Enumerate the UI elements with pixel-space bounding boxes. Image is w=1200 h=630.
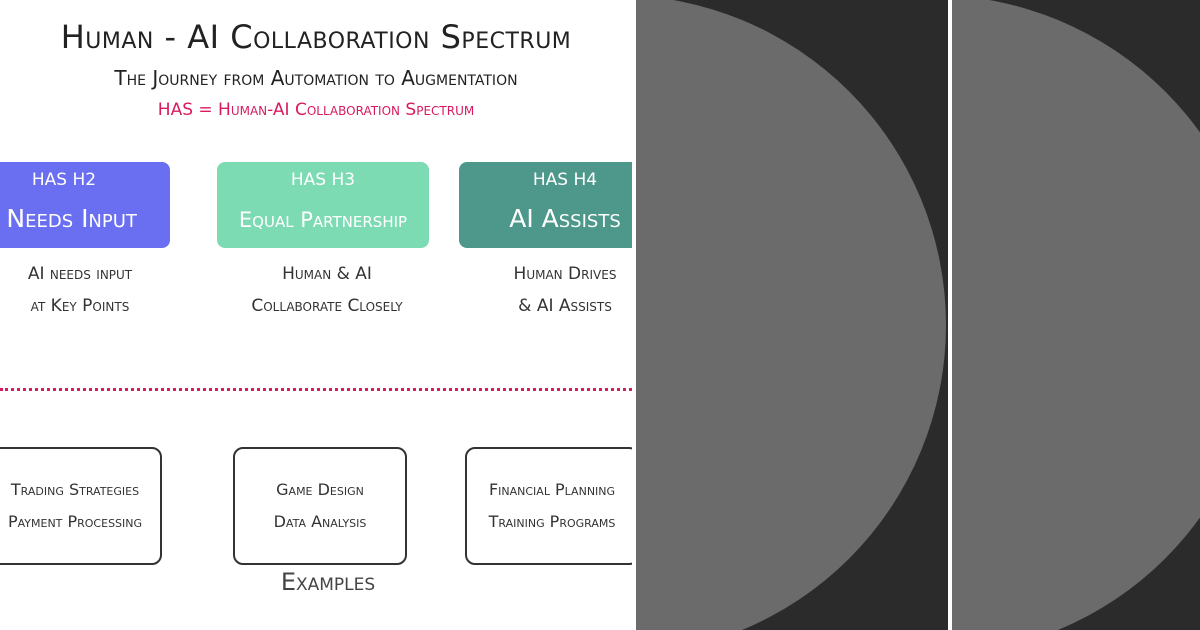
circle-graphic xyxy=(952,0,1200,630)
dotted-separator xyxy=(0,388,632,391)
diagram-title: Human - AI Collaboration Spectrum xyxy=(60,18,572,56)
level-desc-line: & AI Assists xyxy=(518,296,612,316)
example-item: Payment Processing xyxy=(7,512,143,531)
example-item: Game Design xyxy=(276,480,364,499)
dark-panel-1 xyxy=(636,0,948,630)
level-desc-line: Collaborate Closely xyxy=(251,296,403,316)
circle-graphic xyxy=(636,0,946,630)
level-box-h3: HAS H3 Equal Partnership xyxy=(217,162,429,248)
level-name: AI Assists xyxy=(509,204,621,233)
example-item: Data Analysis xyxy=(273,512,367,531)
example-box-3: Financial Planning Training Programs xyxy=(465,447,632,565)
diagram-subtitle: The Journey from Automation to Augmentat… xyxy=(114,66,518,90)
half-circle-shape xyxy=(952,0,1200,630)
abbreviation-note: HAS = Human-AI Collaboration Spectrum xyxy=(157,100,475,120)
panel-divider xyxy=(632,0,636,630)
level-description-h4: Human Drives & AI Assists xyxy=(459,258,632,322)
level-desc-line: Human Drives xyxy=(513,264,617,284)
level-desc-line: AI needs input xyxy=(27,264,133,284)
level-desc-line: Human & AI xyxy=(282,264,372,284)
panel-divider xyxy=(948,0,952,630)
level-code: HAS H2 xyxy=(31,170,97,190)
diagram-panel: Human - AI Collaboration Spectrum The Jo… xyxy=(0,18,632,596)
examples-label: Examples xyxy=(280,568,376,596)
example-item: Trading Strategies xyxy=(10,480,140,499)
example-box-1: Trading Strategies Payment Processing xyxy=(0,447,162,565)
level-code: HAS H4 xyxy=(532,170,598,190)
half-circle-shape xyxy=(636,0,946,630)
level-name: I Needs Input xyxy=(0,204,137,233)
level-description-h2: AI needs input at Key Points xyxy=(0,258,186,322)
level-desc-line: at Key Points xyxy=(30,296,130,316)
level-code: HAS H3 xyxy=(290,170,356,190)
level-name: Equal Partnership xyxy=(238,208,408,232)
example-item: Financial Planning xyxy=(488,480,616,499)
level-box-h2: HAS H2 I Needs Input xyxy=(0,162,170,248)
level-box-h4: HAS H4 AI Assists xyxy=(459,162,632,248)
dark-panel-2 xyxy=(952,0,1200,630)
example-box-2: Game Design Data Analysis xyxy=(233,447,407,565)
level-description-h3: Human & AI Collaborate Closely xyxy=(221,258,433,322)
example-item: Training Programs xyxy=(488,512,616,531)
